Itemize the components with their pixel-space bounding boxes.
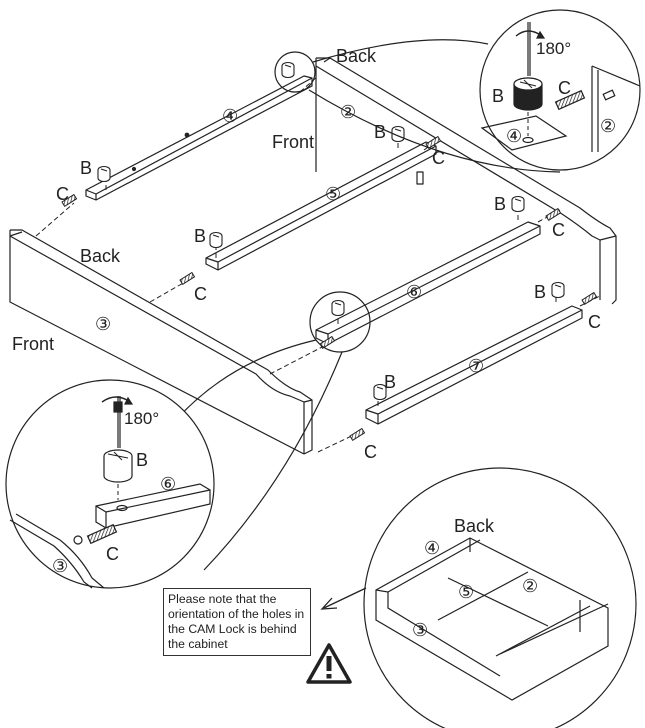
label-dowel: C (56, 184, 69, 204)
part-3: ③ (52, 556, 68, 577)
label-rotation: 180° (124, 409, 159, 428)
part-2: ② (522, 576, 538, 597)
dowel-icon (554, 89, 586, 111)
label-cam-lock: B (80, 158, 92, 178)
label-dowel: C (552, 220, 565, 240)
part-2: ② (340, 102, 356, 123)
label-dowel: C (588, 312, 601, 332)
label-back: Back (336, 46, 377, 66)
rail-5 (205, 141, 437, 271)
part-4: ④ (222, 106, 238, 127)
part-5: ⑤ (325, 184, 341, 205)
label-cam-lock: B (194, 226, 206, 246)
part-3: ③ (412, 620, 428, 641)
side-panel-right (315, 57, 617, 305)
detail-callouts (175, 39, 561, 571)
cam-lock-icon (513, 77, 543, 111)
label-back: Back (80, 246, 121, 266)
dowel-icon (86, 523, 118, 545)
label-cam-lock: B (374, 122, 386, 142)
front-panel (9, 229, 313, 455)
rail-7 (365, 305, 583, 425)
part-6: ⑥ (160, 474, 176, 495)
label-cam-lock: B (534, 282, 546, 302)
detail-top-right (479, 9, 641, 171)
label-front: Front (12, 334, 54, 354)
rail-6 (315, 221, 541, 345)
detail-bottom-left (5, 379, 215, 589)
cam-lock-icon (103, 449, 133, 483)
label-dowel: C (558, 78, 571, 98)
detail-bottom-right (363, 467, 637, 728)
warning-triangle-icon (306, 643, 352, 684)
part-5: ⑤ (458, 582, 474, 603)
label-dowel: C (432, 148, 445, 168)
part-3: ③ (95, 314, 111, 335)
part-4: ④ (424, 538, 440, 559)
label-rotation: 180° (536, 39, 571, 58)
label-cam-lock: B (492, 86, 504, 106)
part-4: ④ (506, 126, 522, 147)
label-front: Front (272, 132, 314, 152)
label-dowel: C (106, 544, 119, 564)
orientation-note: Please note that the orientation of the … (163, 588, 311, 656)
label-cam-lock: B (136, 450, 148, 470)
arrow-left-icon (320, 587, 367, 610)
label-cam-lock: B (384, 372, 396, 392)
label-dowel: C (364, 442, 377, 462)
part-7: ⑦ (468, 356, 484, 377)
label-back: Back (454, 516, 495, 536)
rail-4 (85, 75, 313, 201)
part-6: ⑥ (406, 282, 422, 303)
label-dowel: C (194, 284, 207, 304)
label-cam-lock: B (494, 194, 506, 214)
part-2: ② (600, 116, 616, 137)
